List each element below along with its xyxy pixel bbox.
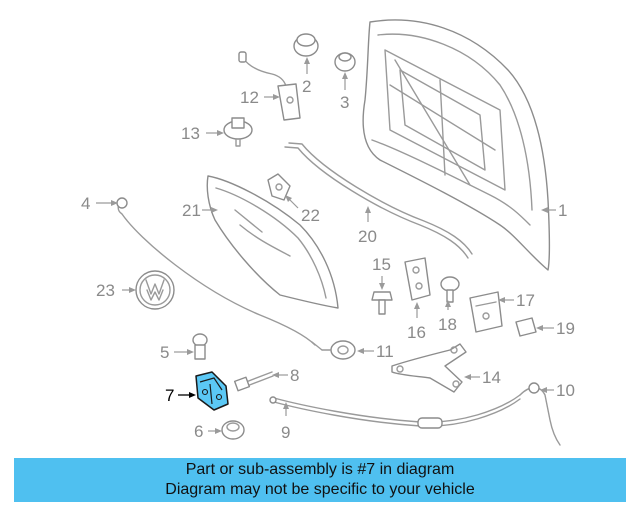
callout-3: 3 bbox=[340, 72, 349, 112]
lock-bracket-part bbox=[469, 291, 503, 333]
svg-text:7: 7 bbox=[165, 386, 174, 405]
callout-12: 12 bbox=[240, 88, 280, 107]
callout-21: 21 bbox=[182, 201, 218, 220]
buffer-part-19 bbox=[515, 317, 537, 337]
hood-latch-plate bbox=[404, 257, 431, 301]
svg-text:11: 11 bbox=[376, 342, 394, 361]
info-banner: Part or sub-assembly is #7 in diagram Di… bbox=[14, 458, 626, 502]
svg-text:22: 22 bbox=[301, 206, 320, 225]
callout-1: 1 bbox=[541, 201, 567, 220]
svg-text:15: 15 bbox=[372, 255, 391, 274]
svg-text:12: 12 bbox=[240, 88, 259, 107]
svg-text:13: 13 bbox=[181, 124, 200, 143]
callout-15: 15 bbox=[372, 255, 391, 290]
callout-23: 23 bbox=[96, 281, 136, 300]
hood-insulation-pad bbox=[206, 175, 339, 309]
retainer-clip-part bbox=[223, 117, 253, 147]
bolt-part-15 bbox=[371, 291, 393, 315]
callout-17: 17 bbox=[498, 291, 535, 310]
hood-support-rod bbox=[284, 142, 473, 259]
banner-line-disclaimer: Diagram may not be specific to your vehi… bbox=[165, 481, 475, 498]
banner-line-part-number: Part or sub-assembly is #7 in diagram bbox=[185, 461, 455, 478]
callout-22: 22 bbox=[285, 195, 320, 225]
hood-panel bbox=[362, 19, 551, 271]
callout-6: 6 bbox=[194, 422, 222, 441]
pin-part-5 bbox=[192, 333, 208, 360]
svg-text:20: 20 bbox=[358, 227, 377, 246]
svg-text:17: 17 bbox=[516, 291, 535, 310]
cap-part-6 bbox=[221, 420, 245, 440]
callout-10: 10 bbox=[540, 381, 575, 400]
callout-11: 11 bbox=[357, 342, 394, 361]
callout-14: 14 bbox=[464, 368, 501, 387]
callout-8: 8 bbox=[272, 366, 299, 385]
svg-text:18: 18 bbox=[438, 315, 457, 334]
callout-16: 16 bbox=[407, 302, 426, 342]
rubber-cap-part bbox=[334, 52, 356, 72]
svg-text:1: 1 bbox=[558, 201, 567, 220]
svg-text:6: 6 bbox=[194, 422, 203, 441]
hood-release-cable bbox=[116, 197, 323, 351]
grommet-part-11 bbox=[321, 340, 356, 360]
callout-9: 9 bbox=[281, 402, 290, 442]
svg-text:8: 8 bbox=[290, 366, 299, 385]
svg-text:23: 23 bbox=[96, 281, 115, 300]
callout-4: 4 bbox=[81, 194, 118, 213]
svg-text:5: 5 bbox=[160, 343, 169, 362]
callout-20: 20 bbox=[358, 206, 377, 246]
bracket-part-22 bbox=[267, 173, 291, 201]
callout-13: 13 bbox=[181, 124, 224, 143]
vw-emblem-part bbox=[135, 270, 175, 310]
hood-switch-bracket-part bbox=[238, 51, 301, 121]
highlighted-part-7 bbox=[195, 371, 229, 411]
svg-text:16: 16 bbox=[407, 323, 426, 342]
stud-part-18 bbox=[440, 276, 460, 303]
svg-text:21: 21 bbox=[182, 201, 201, 220]
callout-7: 7 bbox=[165, 386, 196, 405]
bump-stop-part bbox=[293, 33, 319, 57]
svg-text:4: 4 bbox=[81, 194, 90, 213]
svg-text:14: 14 bbox=[482, 368, 501, 387]
hood-hinge-part bbox=[391, 343, 467, 393]
release-cable-part-9-10 bbox=[269, 382, 561, 446]
callout-19: 19 bbox=[536, 319, 575, 338]
svg-text:9: 9 bbox=[281, 423, 290, 442]
svg-text:2: 2 bbox=[302, 77, 311, 96]
callout-2: 2 bbox=[302, 57, 311, 96]
bolt-part-8 bbox=[233, 371, 274, 392]
callout-18: 18 bbox=[438, 300, 457, 334]
svg-text:3: 3 bbox=[340, 93, 349, 112]
svg-text:19: 19 bbox=[556, 319, 575, 338]
svg-text:10: 10 bbox=[556, 381, 575, 400]
parts-diagram: 1 2 3 4 5 6 7 8 9 10 bbox=[81, 19, 575, 446]
callout-5: 5 bbox=[160, 343, 194, 362]
